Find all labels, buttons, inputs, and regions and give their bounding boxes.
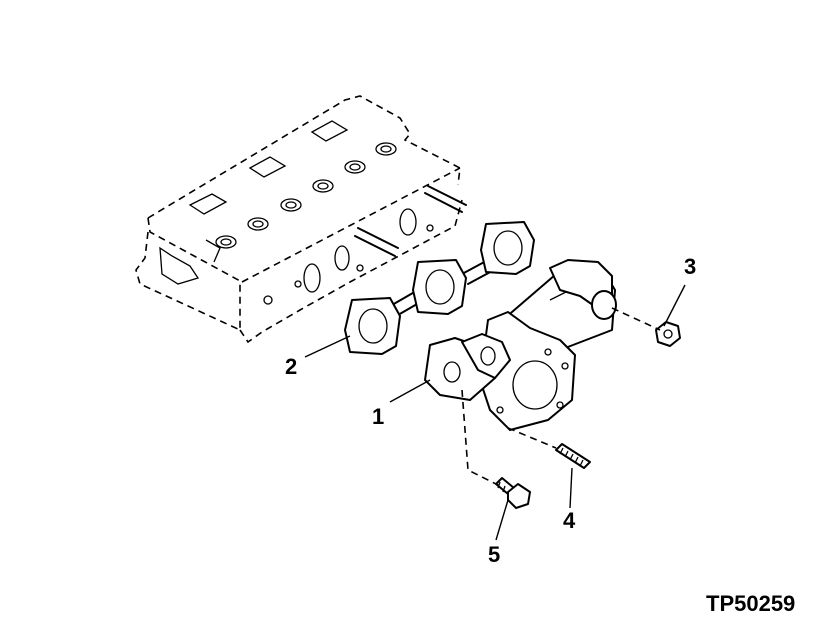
exhaust-manifold: [424, 259, 617, 431]
stud: [555, 443, 591, 469]
exhaust-gasket: [344, 221, 535, 355]
callout-5: 5: [488, 542, 500, 567]
leader-lines: [304, 284, 686, 541]
nut: [655, 321, 681, 347]
callout-1: 1: [372, 404, 384, 429]
cap-screw: [495, 477, 531, 509]
callout-3: 3: [684, 254, 696, 279]
figure-id: TP50259: [706, 591, 795, 616]
callout-4: 4: [563, 508, 576, 533]
cylinder-head: [135, 95, 467, 344]
callout-2: 2: [285, 354, 297, 379]
assembly-lines: [461, 307, 661, 487]
